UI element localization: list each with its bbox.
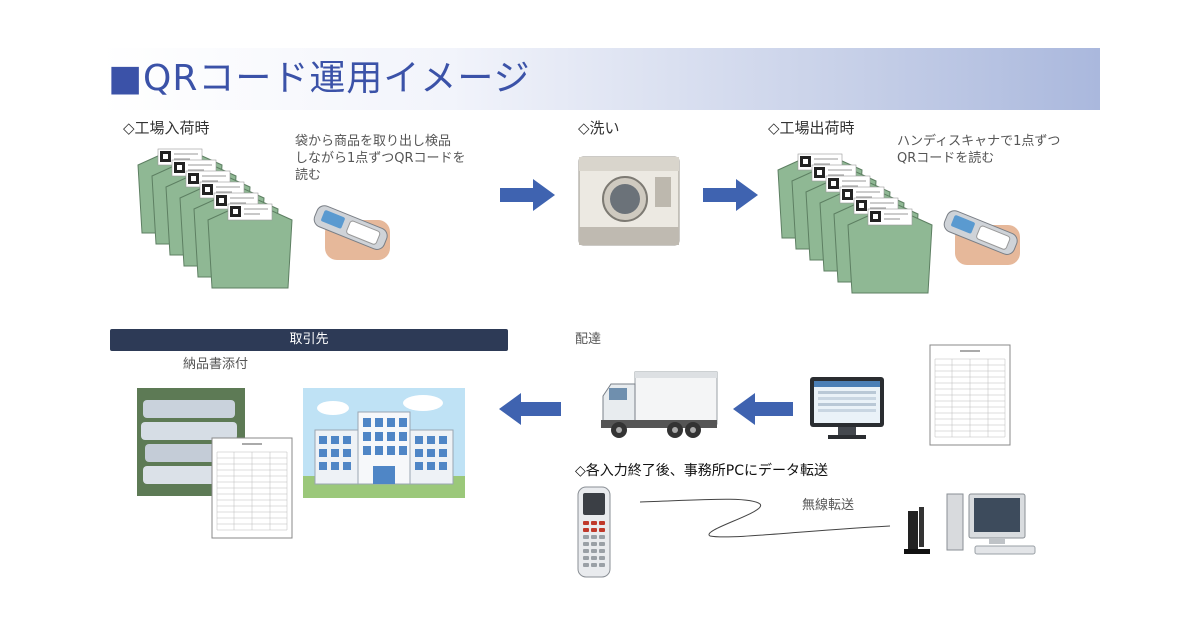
flow-arrow-left (733, 393, 793, 425)
wireless-transfer-line (639, 498, 891, 538)
shirts-qr-illustration-in (137, 148, 293, 289)
handheld-terminal-image (577, 486, 611, 578)
step-note-factory-in: 袋から商品を取り出し検品 しながら1点ずつQRコードを 読む (295, 134, 466, 183)
page-title: ■QRコード運用イメージ (108, 58, 531, 99)
client-building-image (303, 388, 465, 498)
handheld-scanner-out (943, 210, 1020, 265)
handheld-scanner-in (313, 205, 390, 260)
delivery-doc-label: 納品書添付 (183, 357, 249, 372)
washing-machine-image (578, 156, 680, 246)
step-label-wash: ◇洗い (578, 119, 620, 137)
shirts-qr-illustration-out (777, 153, 933, 294)
flow-arrow (703, 179, 758, 211)
client-bar: 取引先 (110, 329, 508, 351)
delivery-label: 配達 (575, 332, 602, 347)
office-pc-image (946, 493, 1036, 555)
delivery-truck-image (601, 371, 718, 438)
wireless-router-image (904, 507, 930, 554)
delivery-slip-document (211, 437, 293, 539)
step-label-factory-in: ◇工場入荷時 (123, 119, 210, 137)
wireless-label: 無線転送 (802, 498, 855, 513)
transfer-note: ◇各入力終了後、事務所PCにデータ転送 (575, 463, 828, 479)
flow-arrow-left (499, 393, 561, 425)
step-note-factory-out: ハンディスキャナで1点ずつ QRコードを読む (897, 134, 1061, 166)
delivery-slip-document-office (929, 344, 1011, 446)
title-banner (100, 48, 1100, 110)
office-monitor-image (810, 377, 884, 439)
step-label-factory-out: ◇工場出荷時 (768, 119, 855, 137)
flow-arrow (500, 179, 555, 211)
